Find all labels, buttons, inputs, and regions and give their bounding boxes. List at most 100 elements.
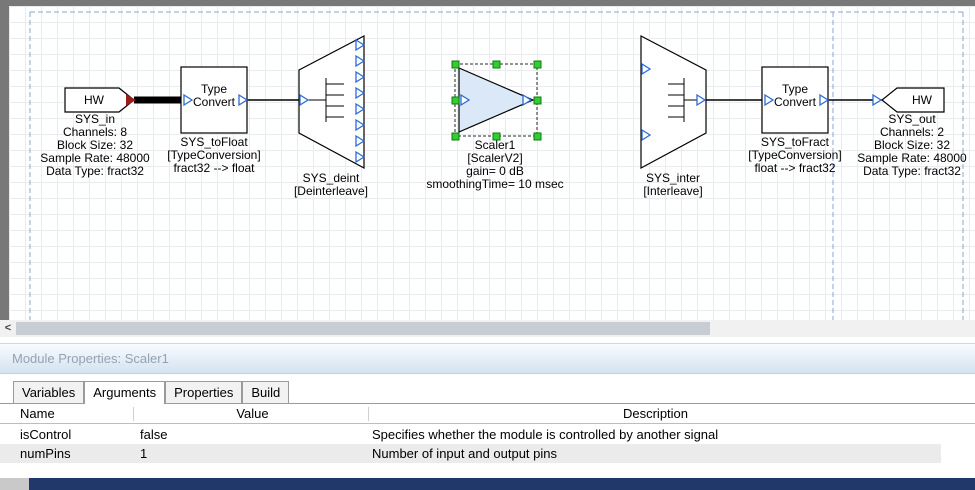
block-type: [Interleave] <box>643 184 703 198</box>
tab-build[interactable]: Build <box>242 381 290 403</box>
module-properties-title: Module Properties: Scaler1 <box>12 351 169 366</box>
column-header-value[interactable]: Value <box>236 406 269 421</box>
sys-tofloat-caption: SYS_toFloat [TypeConversion] fract32 -->… <box>144 136 284 175</box>
sys-deint-shape[interactable] <box>298 35 365 170</box>
block-name: SYS_inter <box>645 171 701 185</box>
arguments-table-header: Name Value Description <box>0 404 975 424</box>
sys-out-shape[interactable] <box>881 87 945 113</box>
tab-properties[interactable]: Properties <box>165 381 243 403</box>
selection-handle[interactable] <box>533 132 542 141</box>
block-sys-inter[interactable] <box>640 35 707 170</box>
block-type: [TypeConversion] <box>167 148 261 162</box>
input-pin-icon[interactable] <box>183 93 194 107</box>
canvas-hscrollbar[interactable]: < <box>0 320 975 337</box>
block-prop: Block Size: 32 <box>56 138 134 152</box>
arg-value[interactable]: 1 <box>140 446 148 461</box>
scaler1-caption: Scaler1 [ScalerV2] gain= 0 dB smoothingT… <box>410 139 580 191</box>
block-name: SYS_deint <box>302 171 360 185</box>
tab-arguments[interactable]: Arguments <box>84 381 166 404</box>
block-sys-tofloat[interactable]: Type Convert <box>180 66 249 134</box>
sys-inter-caption: SYS_inter [Interleave] <box>603 172 743 198</box>
arg-description: Number of input and output pins <box>372 446 558 461</box>
output-pin-icon[interactable] <box>696 93 707 107</box>
output-pin-icon[interactable] <box>238 93 249 107</box>
row-background <box>0 425 941 444</box>
deinterleave-symbol-icon <box>308 78 344 122</box>
sys-tofract-label-line2: Convert <box>774 95 817 109</box>
sys-in-output-pin-icon[interactable] <box>126 94 136 106</box>
block-type: [Deinterleave] <box>293 184 369 198</box>
block-name: Scaler1 <box>474 138 516 152</box>
input-pin-icon[interactable] <box>764 93 775 107</box>
output-pin-icon[interactable] <box>355 134 366 148</box>
selection-handle[interactable] <box>533 96 542 105</box>
sys-inter-shape[interactable] <box>640 35 707 170</box>
column-separator <box>133 407 134 421</box>
selection-handle[interactable] <box>451 132 460 141</box>
column-header-description[interactable]: Description <box>622 406 689 421</box>
output-pin-icon[interactable] <box>522 93 533 107</box>
output-pin-icon[interactable] <box>355 70 366 84</box>
input-pin-icon[interactable] <box>872 93 883 107</box>
canvas-frame-left <box>0 6 9 320</box>
block-type: [ScalerV2] <box>467 151 523 165</box>
layout-canvas[interactable] <box>9 6 975 320</box>
sys-deint-caption: SYS_deint [Deinterleave] <box>261 172 401 198</box>
output-pin-icon[interactable] <box>355 150 366 164</box>
block-prop: Sample Rate: 48000 <box>40 151 150 165</box>
block-name: SYS_toFloat <box>180 135 248 149</box>
block-name: SYS_in <box>74 112 116 126</box>
sys-tofloat-label-line2: Convert <box>193 95 236 109</box>
arg-name: numPins <box>20 446 71 461</box>
module-properties-header: Module Properties: Scaler1 <box>0 343 975 374</box>
block-sys-tofract[interactable]: Type Convert <box>761 66 830 134</box>
output-pin-icon[interactable] <box>355 38 366 52</box>
properties-tabs: Variables Arguments Properties Build <box>0 379 975 404</box>
arg-description: Specifies whether the module is controll… <box>372 427 719 442</box>
scroll-left-button[interactable]: < <box>4 322 12 334</box>
block-conversion: fract32 --> float <box>173 161 255 175</box>
tab-variables[interactable]: Variables <box>13 381 85 403</box>
block-name: SYS_toFract <box>760 135 830 149</box>
selection-handle[interactable] <box>492 60 501 69</box>
table-row[interactable]: isControl false Specifies whether the mo… <box>0 425 975 444</box>
input-pin-icon[interactable] <box>299 93 310 107</box>
sys-out-caption: SYS_out Channels: 2 Block Size: 32 Sampl… <box>837 113 975 178</box>
output-pin-icon[interactable] <box>355 54 366 68</box>
block-sys-in[interactable]: HW <box>64 87 136 113</box>
interleave-symbol-icon <box>668 78 704 122</box>
sys-in-caption: SYS_in Channels: 8 Block Size: 32 Sample… <box>20 113 170 178</box>
input-pin-icon[interactable] <box>641 128 652 142</box>
selection-handle[interactable] <box>492 132 501 141</box>
block-sys-deint[interactable] <box>298 35 366 170</box>
scrollbar-thumb[interactable] <box>16 322 710 335</box>
block-prop: Block Size: 32 <box>873 138 951 152</box>
block-name: SYS_out <box>888 112 936 126</box>
block-prop: Channels: 8 <box>62 125 128 139</box>
table-row[interactable]: numPins 1 Number of input and output pin… <box>0 444 975 463</box>
output-pin-icon[interactable] <box>355 102 366 116</box>
selection-handle[interactable] <box>451 96 460 105</box>
output-pin-icon[interactable] <box>355 86 366 100</box>
block-prop: Sample Rate: 48000 <box>857 151 967 165</box>
arg-name: isControl <box>20 427 72 442</box>
selection-handle[interactable] <box>451 60 460 69</box>
input-pin-icon[interactable] <box>641 62 652 76</box>
block-sys-out[interactable]: HW <box>872 87 945 113</box>
page-boundary <box>29 11 964 320</box>
column-header-name[interactable]: Name <box>20 406 55 421</box>
output-pin-icon[interactable] <box>355 118 366 132</box>
block-conversion: float --> fract32 <box>754 161 836 175</box>
sys-out-hw-label: HW <box>912 93 933 107</box>
sys-tofract-caption: SYS_toFract [TypeConversion] float --> f… <box>725 136 865 175</box>
block-scaler1[interactable] <box>451 60 542 141</box>
arg-value[interactable]: false <box>140 427 168 442</box>
sys-in-shape[interactable] <box>64 87 135 113</box>
canvas-frame-top <box>0 0 975 6</box>
output-pin-icon[interactable] <box>819 93 830 107</box>
input-pin-icon[interactable] <box>460 93 471 107</box>
block-prop: Data Type: fract32 <box>863 164 961 178</box>
selection-handle[interactable] <box>533 60 542 69</box>
column-separator <box>368 407 369 421</box>
